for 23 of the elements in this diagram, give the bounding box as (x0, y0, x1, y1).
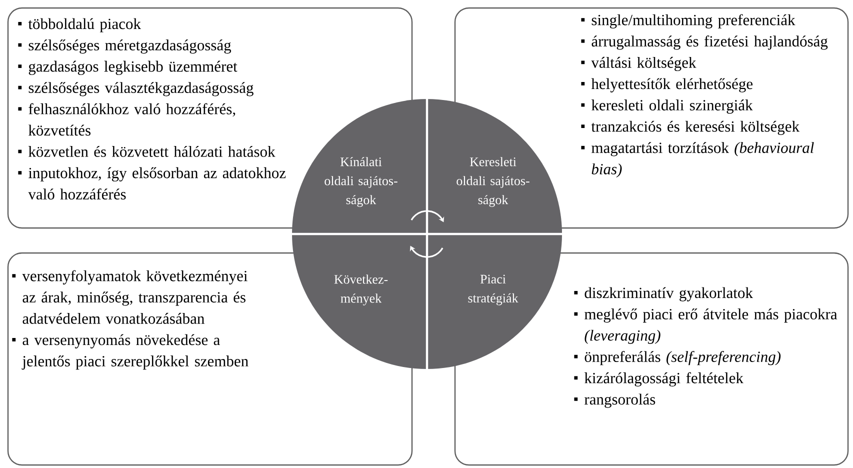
list-item: keresleti oldali szinergiák (581, 100, 753, 114)
circle-quadrant: Következ- mények (292, 234, 427, 369)
circle-quadrant: Piaci stratégiák (427, 234, 562, 369)
list-item: gazdaságos legkisebb üzemméret (18, 60, 238, 75)
circle-quadrant: Keresleti oldali sajátos- ságok (427, 99, 562, 234)
list-item: árrugalmasság és fizetési hajlandóság (581, 36, 828, 50)
list-item: a versenynyomás növekedése a jelentős piaci szereplőkkel szemben (12, 334, 248, 370)
list-item: kizárólagossági feltételek (574, 372, 744, 387)
list-item: magatartási torzítások (behavioural bias) (581, 142, 814, 178)
list-item: váltási költségek (581, 56, 696, 72)
list-item: helyettesítők elérhetősége (581, 78, 753, 92)
list-item: inputokhoz, így elsősorban az adatokhoz való hozzáférés (18, 167, 286, 200)
list-item: önpreferálás (self-preferencing) (574, 350, 781, 366)
list-item: tranzakciós és keresési költségek (581, 120, 800, 135)
list-item: rangsorolás (574, 394, 656, 408)
list-item: single/multihoming preferenciák (581, 14, 796, 28)
list-item: szélsőséges méretgazdaságosság (18, 40, 232, 54)
list-item: szélsőséges választékgazdaságosság (18, 82, 254, 96)
list-item: meglévő piaci erő átvitele más piacokra (leveraging) (574, 308, 838, 344)
circle-quadrant: Kínálati oldali sajátos- ságok (292, 99, 427, 234)
list-item: többoldalú piacok (18, 18, 141, 32)
list-item: közvetlen és közvetett hálózati hatások (18, 146, 276, 157)
list-item: diszkriminatív gyakorlatok (574, 287, 753, 302)
